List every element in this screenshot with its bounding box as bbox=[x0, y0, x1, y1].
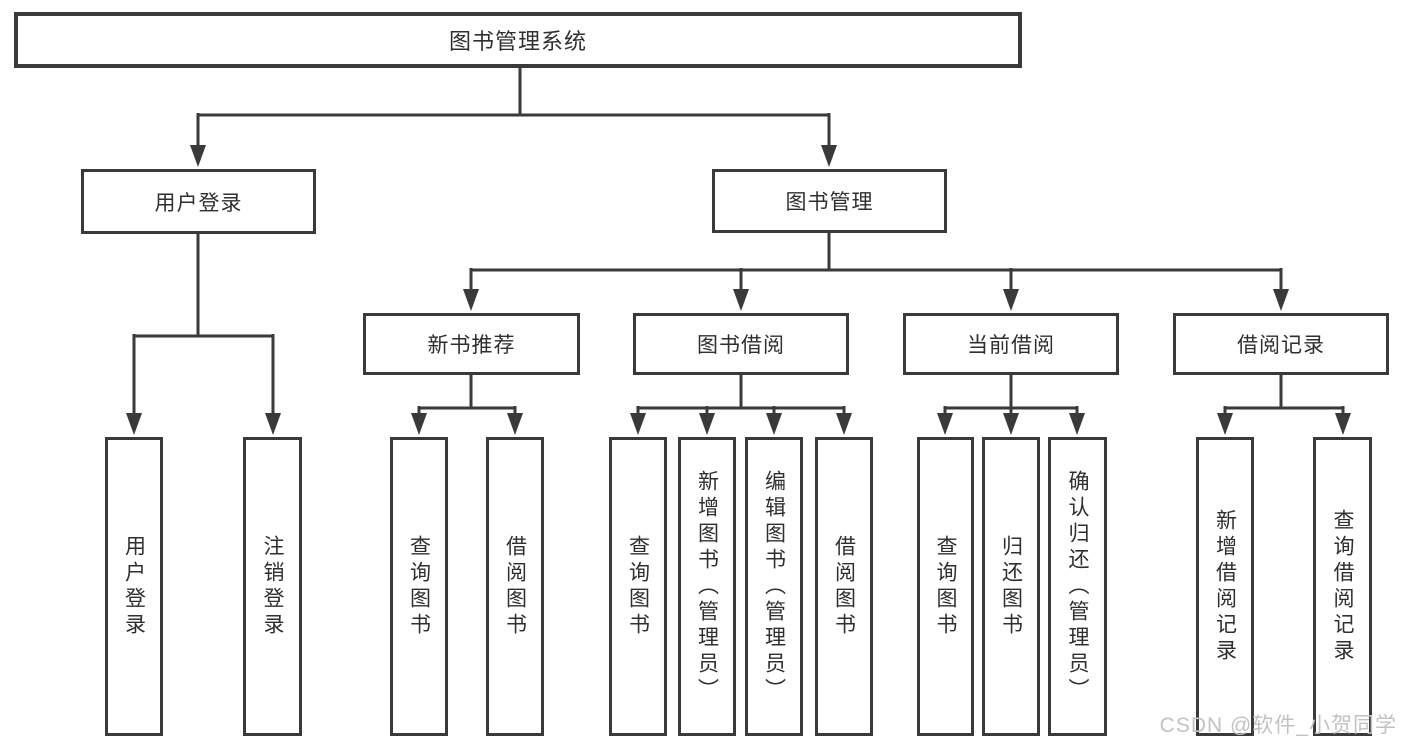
arrowhead bbox=[1003, 413, 1019, 435]
arrowhead bbox=[507, 413, 523, 435]
leaf-query-books-borrow: 查询图书 bbox=[609, 437, 667, 736]
leaf-query-books-current: 查询图书 bbox=[917, 437, 974, 736]
arrowhead bbox=[699, 413, 715, 435]
arrowhead bbox=[1273, 289, 1289, 311]
leaf-add-book-admin: 新增图书（管理员） bbox=[678, 437, 736, 736]
arrowhead bbox=[126, 413, 142, 435]
leaf-return-books: 归还图书 bbox=[982, 437, 1040, 736]
arrowhead bbox=[265, 413, 281, 435]
arrowhead bbox=[630, 413, 646, 435]
leaf-logout: 注销登录 bbox=[243, 437, 302, 736]
arrowhead bbox=[1003, 289, 1019, 311]
arrowhead bbox=[733, 289, 749, 311]
arrowhead bbox=[411, 413, 427, 435]
arrowhead bbox=[463, 289, 479, 311]
node-user-login: 用户登录 bbox=[81, 169, 316, 234]
arrowhead bbox=[836, 413, 852, 435]
leaf-borrow-books-recommend: 借阅图书 bbox=[486, 437, 544, 736]
leaf-query-books-recommend: 查询图书 bbox=[390, 437, 448, 736]
node-root: 图书管理系统 bbox=[14, 12, 1022, 68]
arrowhead bbox=[766, 413, 782, 435]
arrowhead bbox=[1217, 413, 1233, 435]
node-book-borrowing: 图书借阅 bbox=[633, 313, 849, 375]
leaf-query-borrow-record: 查询借阅记录 bbox=[1313, 437, 1372, 736]
node-borrowing-records: 借阅记录 bbox=[1173, 313, 1389, 375]
leaf-confirm-return-admin: 确认归还（管理员） bbox=[1048, 437, 1107, 736]
leaf-add-borrow-record: 新增借阅记录 bbox=[1196, 437, 1254, 736]
arrowhead bbox=[821, 145, 837, 167]
arrowhead bbox=[1069, 413, 1085, 435]
leaf-borrow-books: 借阅图书 bbox=[815, 437, 873, 736]
node-current-borrowing: 当前借阅 bbox=[903, 313, 1119, 375]
arrowhead bbox=[1335, 413, 1351, 435]
node-new-book-recommendation: 新书推荐 bbox=[363, 313, 580, 375]
leaf-user-login: 用户登录 bbox=[105, 437, 163, 736]
watermark: CSDN @软件_小贺同学 bbox=[1159, 714, 1397, 737]
arrowhead bbox=[190, 145, 206, 167]
node-book-management: 图书管理 bbox=[712, 169, 947, 233]
leaf-edit-book-admin: 编辑图书（管理员） bbox=[745, 437, 803, 736]
arrowhead bbox=[937, 413, 953, 435]
